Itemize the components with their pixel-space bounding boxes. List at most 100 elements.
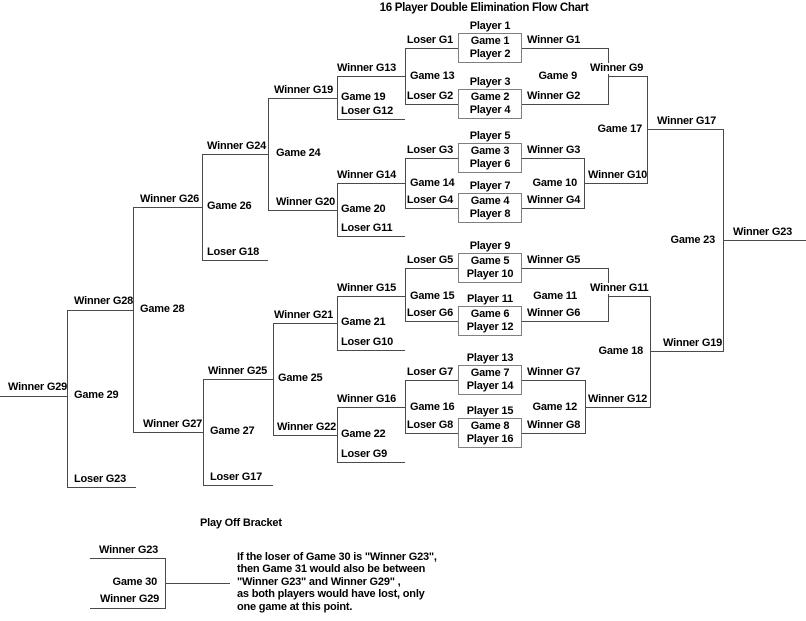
game4-bottom-player: Player 8: [469, 208, 511, 220]
game23-winner-label: Winner G23: [733, 226, 793, 238]
playoff-note-line: "Winner G23" and Winner G29" ,: [237, 575, 401, 588]
chart-title: 16 Player Double Elimination Flow Chart: [379, 2, 589, 14]
game25-label: Game 25: [278, 372, 323, 384]
playoff-note-line: If the loser of Game 30 is "Winner G23",: [237, 551, 437, 563]
game15-winner-label: Winner G15: [337, 282, 397, 294]
connector-line: [133, 207, 202, 208]
connector-line: [405, 208, 458, 209]
connector-line: [337, 183, 405, 184]
game7-bottom-player: Player 14: [466, 380, 514, 392]
game11-label: Game 11: [533, 290, 577, 302]
game13-label: Game 13: [410, 70, 455, 82]
game7-name: Game 7: [470, 367, 510, 379]
connector-line: [90, 608, 165, 609]
game2-box: Game 2 Player 4: [458, 89, 522, 119]
game28-label: Game 28: [140, 303, 185, 315]
playoff-top-label: Winner G23: [99, 544, 159, 556]
loser-g9-stub-label: Loser G9: [341, 448, 388, 460]
game20-label: Game 20: [341, 203, 386, 215]
game13-winner-label: Winner G13: [337, 62, 397, 74]
bracket-vertical-line: [608, 268, 609, 322]
game21-winner-label: Winner G21: [274, 309, 334, 321]
connector-line: [202, 154, 268, 155]
game7-box: Game 7 Player 14: [458, 365, 522, 395]
game2-top-player: Player 3: [458, 77, 522, 88]
connector-line: [203, 485, 273, 486]
game14-winner-label: Winner G14: [337, 169, 397, 181]
game14-label: Game 14: [410, 177, 455, 189]
winner-g5-label: Winner G5: [527, 254, 581, 266]
connector-line: [337, 119, 405, 120]
game12-label: Game 12: [532, 401, 577, 413]
loser-g7-label: Loser G7: [406, 366, 453, 378]
connector-line: [647, 129, 723, 130]
winner-g6-label: Winner G6: [527, 307, 581, 319]
game4-box: Game 4 Player 8: [458, 193, 522, 223]
bracket-vertical-line: [337, 183, 338, 237]
connector-line: [522, 321, 608, 322]
connector-line: [405, 158, 458, 159]
connector-line: [273, 323, 337, 324]
connector-line: [522, 433, 585, 434]
game8-bottom-player: Player 16: [466, 433, 514, 445]
winner-g3-label: Winner G3: [527, 144, 581, 156]
game4-top-player: Player 7: [458, 181, 522, 192]
bracket-vertical-line: [202, 154, 203, 261]
bracket-vertical-line: [337, 407, 338, 463]
game3-bottom-player: Player 6: [469, 158, 511, 170]
game8-box: Game 8 Player 16: [458, 418, 522, 448]
game1-bottom-player: Player 2: [469, 48, 511, 60]
connector-line: [405, 48, 458, 49]
game5-box: Game 5 Player 10: [458, 253, 522, 283]
game6-box: Game 6 Player 12: [458, 306, 522, 336]
game29-label: Game 29: [74, 389, 119, 401]
game24-winner-label: Winner G24: [207, 140, 267, 152]
game9-label: Game 9: [538, 70, 577, 82]
connector-line: [405, 380, 458, 381]
connector-line: [67, 487, 136, 488]
connector-line: [268, 210, 337, 211]
game19-winner-label: Winner G19: [274, 84, 334, 96]
connector-line: [337, 350, 405, 351]
bracket-vertical-line: [405, 48, 406, 105]
connector-line: [522, 208, 584, 209]
game29-winner-label: Winner G29: [8, 381, 68, 393]
loser-g5-label: Loser G5: [406, 254, 453, 266]
connector-line: [522, 48, 608, 49]
loser-g8-label: Loser G8: [406, 419, 453, 431]
game10-winner-label: Winner G10: [588, 169, 648, 181]
loser-g10-stub-label: Loser G10: [341, 336, 394, 348]
connector-line: [337, 236, 405, 237]
game8-top-player: Player 15: [458, 406, 522, 417]
game21-label: Game 21: [341, 316, 386, 328]
connector-line: [202, 260, 268, 261]
game11-winner-label: Winner G11: [590, 282, 649, 294]
game10-label: Game 10: [532, 177, 577, 189]
winner-g7-label: Winner G7: [527, 366, 581, 378]
connector-line: [405, 321, 458, 322]
game1-name: Game 1: [470, 35, 510, 47]
game2-name: Game 2: [470, 91, 510, 103]
game2-bottom-player: Player 4: [469, 104, 511, 116]
game18-winner-label: Winner G19: [663, 337, 723, 349]
playoff-title: Play Off Bracket: [200, 517, 282, 529]
playoff-note-line: as both players would have lost, only: [237, 588, 425, 601]
playoff-note-line: then Game 31 would also be between: [237, 563, 426, 576]
game27-label: Game 27: [210, 425, 255, 437]
connector-line: [585, 407, 650, 408]
playoff-note-line: one game at this point.: [237, 600, 353, 613]
connector-line: [268, 98, 337, 99]
game5-top-player: Player 9: [458, 241, 522, 252]
game3-box: Game 3 Player 6: [458, 143, 522, 173]
bracket-vertical-line: [647, 76, 648, 184]
game6-name: Game 6: [470, 308, 510, 320]
connector-line: [273, 435, 337, 436]
connector-line: [522, 104, 608, 105]
connector-line: [584, 183, 647, 184]
game1-box: Game 1 Player 2: [458, 33, 522, 63]
bracket-vertical-line: [273, 323, 274, 436]
game1-top-player: Player 1: [458, 21, 522, 32]
connector-line: [337, 407, 405, 408]
bracket-vertical-line: [337, 296, 338, 351]
bracket-vertical-line: [133, 207, 134, 433]
